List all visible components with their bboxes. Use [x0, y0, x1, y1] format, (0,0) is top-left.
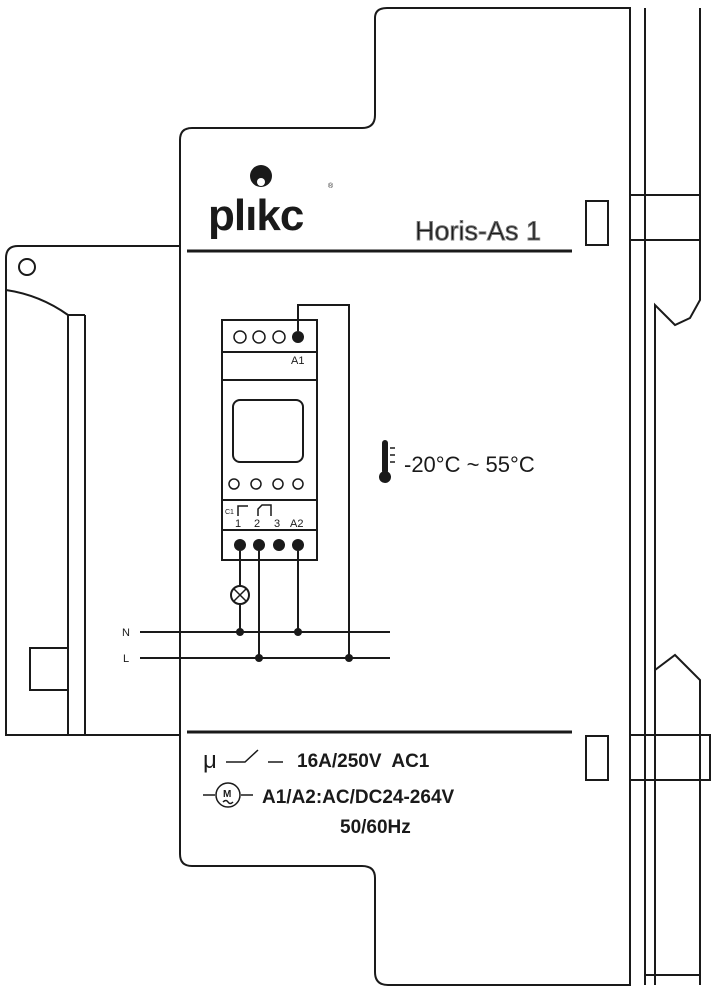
relay-device: A1 C1 1 2 3 A2: [221, 319, 318, 561]
housing-outline: [179, 7, 631, 986]
contact-rating: 16A/250V AC1: [297, 751, 430, 772]
motor-icon: M: [203, 782, 253, 808]
svg-text:®: ®: [328, 182, 334, 190]
button: [292, 478, 304, 490]
frequency: 50/60Hz: [340, 817, 411, 838]
line-label: L: [123, 653, 129, 665]
svg-text:plıkc: plıkc: [208, 191, 304, 240]
terminal-a1: [292, 331, 304, 343]
svg-text:A2: A2: [290, 518, 303, 530]
neutral-label: N: [122, 627, 130, 639]
svg-text:M: M: [223, 789, 231, 800]
latch-slot: [29, 647, 69, 691]
svg-text:3: 3: [274, 518, 280, 530]
brand-logo: plıkc ®: [208, 165, 334, 240]
wiring-diagram: N L: [122, 304, 390, 665]
button: [250, 478, 262, 490]
mounting-hole: [18, 258, 36, 276]
lamp-icon: [230, 585, 250, 605]
button: [272, 478, 284, 490]
relay-symbol: μ: [203, 747, 217, 774]
svg-text:2: 2: [254, 518, 260, 530]
left-bracket-inner: [5, 289, 86, 735]
model-name: Horis-As 1: [415, 216, 541, 246]
button: [228, 478, 240, 490]
display: [232, 399, 304, 463]
left-bracket: [5, 245, 180, 736]
supply-voltage: A1/A2:AC/DC24-264V: [262, 787, 455, 808]
switch-contact-icon: [226, 749, 283, 763]
temperature-range: -20°C ~ 55°C: [404, 452, 535, 477]
clip-window-top: [585, 200, 609, 246]
svg-text:A1: A1: [291, 355, 304, 367]
din-clip: [630, 8, 711, 985]
svg-text:1: 1: [235, 518, 241, 530]
clip-window-bottom: [585, 735, 609, 781]
thermometer-icon: [379, 440, 395, 483]
svg-text:C1: C1: [225, 509, 234, 516]
